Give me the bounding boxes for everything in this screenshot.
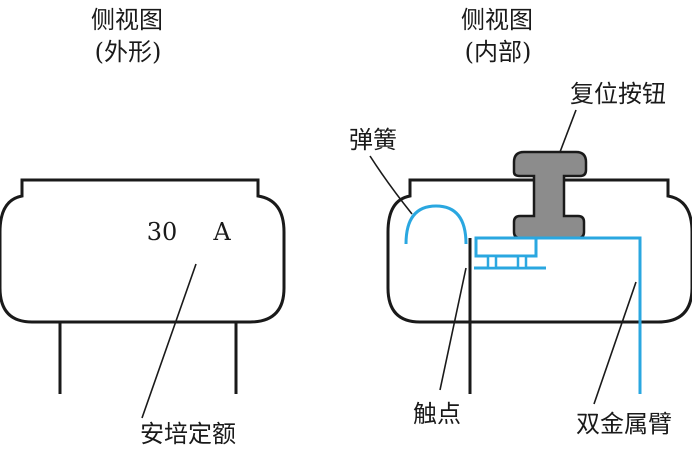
reset-button xyxy=(512,150,588,240)
spring-leader-line xyxy=(369,155,413,215)
spring xyxy=(404,204,468,245)
contact-assembly xyxy=(468,236,546,394)
bimetal-label: 双金属臂 xyxy=(576,410,672,438)
reset-leader-line xyxy=(559,109,577,153)
bimetal-leader-line xyxy=(593,281,637,405)
spring-label: 弹簧 xyxy=(349,126,397,154)
right-housing-outline xyxy=(386,178,692,324)
bimetal-arm xyxy=(536,236,642,394)
contact-stub-right xyxy=(516,254,528,270)
reset-button-label: 复位按钮 xyxy=(570,80,666,108)
rating-label: 安培定额 xyxy=(140,420,236,448)
left-housing-outline xyxy=(0,178,286,324)
contact-label: 触点 xyxy=(413,400,461,428)
rating-value: 30 xyxy=(146,218,178,246)
right-view-subtitle: (内部) xyxy=(464,38,532,66)
right-breaker-body xyxy=(369,109,692,405)
contact-stub-left xyxy=(486,254,498,270)
left-view-subtitle: (外形) xyxy=(94,38,162,66)
right-view-title: 侧视图 xyxy=(461,6,533,34)
contact-leader-line xyxy=(439,267,467,391)
contact-block xyxy=(474,236,538,258)
left-breaker-body xyxy=(0,178,286,419)
left-view-title: 侧视图 xyxy=(91,6,163,34)
rating-leader-line xyxy=(141,263,197,419)
rating-unit: A xyxy=(213,218,231,246)
